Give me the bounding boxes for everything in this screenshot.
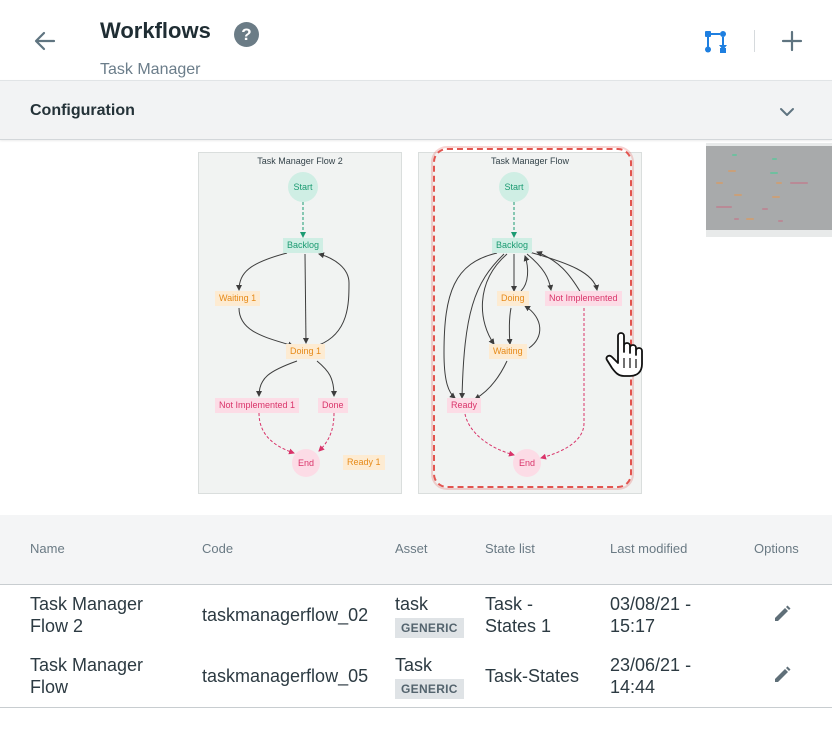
column-header-last-modified[interactable]: Last modified <box>610 541 688 556</box>
pencil-icon[interactable] <box>772 665 792 685</box>
top-bar: Workflows ? Task Manager <box>0 0 832 80</box>
minimap-viewport <box>706 146 832 230</box>
state-node-waiting: Waiting 1 <box>215 291 261 306</box>
asset-badge: GENERIC <box>395 679 464 699</box>
asset-badge: GENERIC <box>395 618 464 638</box>
state-node-start: Start <box>499 172 529 202</box>
diagram-edges <box>236 202 350 455</box>
table-row[interactable]: Task Manager Flow 2 taskmanagerflow_02 t… <box>0 585 832 647</box>
workflow-diagram-card[interactable]: Task Manager Flow 2 Start Backlog Waitin… <box>198 152 402 494</box>
toolbar-divider <box>754 30 755 52</box>
minimap-node <box>734 218 739 220</box>
diagram-title: Task Manager Flow <box>490 156 570 166</box>
cell-last-modified: 03/08/21 - 15:17 <box>610 593 691 637</box>
diagram-minimap[interactable] <box>706 143 832 237</box>
plus-icon[interactable] <box>779 28 805 54</box>
hand-cursor-icon <box>605 332 643 377</box>
table-header: Name Code Asset State list Last modified… <box>0 515 832 585</box>
column-header-state-list[interactable]: State list <box>485 541 535 556</box>
cell-asset: task GENERIC <box>395 593 464 638</box>
state-node-ready: Ready <box>447 398 482 413</box>
name-line: Task Manager <box>30 655 144 675</box>
chevron-down-icon[interactable] <box>778 103 796 121</box>
minimap-node <box>746 218 754 220</box>
state-node-start: Start <box>288 172 318 202</box>
minimap-node <box>734 194 742 196</box>
name-line: Task Manager <box>30 594 144 614</box>
cell-code: taskmanagerflow_02 <box>202 605 369 625</box>
cell-name: Task Manager Flow 2 <box>30 593 143 637</box>
state-node-end: End <box>292 449 320 477</box>
cell-state-list: Task - States 1 <box>485 593 551 637</box>
state-node-doing: Doing <box>497 291 529 306</box>
cell-name: Task Manager Flow <box>30 654 143 698</box>
minimap-node <box>762 208 768 210</box>
state-node-doing: Doing 1 <box>286 344 326 359</box>
name-line: Flow <box>30 677 69 697</box>
cell-code: taskmanagerflow_05 <box>202 666 369 686</box>
state-node-waiting: Waiting <box>489 344 527 359</box>
state-node-end: End <box>513 449 541 477</box>
minimap-node <box>772 158 777 160</box>
page-subtitle: Task Manager <box>100 61 201 78</box>
workflow-diagram-card-selected[interactable]: Task Manager Flow Start Backlog Doing No… <box>418 152 642 494</box>
state-node-ready: Ready 1 <box>343 455 385 470</box>
name-line: Flow 2 <box>30 616 84 636</box>
state-node-backlog: Backlog <box>283 238 324 253</box>
minimap-node <box>716 206 732 208</box>
asset-name: task <box>395 594 429 614</box>
minimap-node <box>728 170 736 172</box>
minimap-node <box>772 196 780 198</box>
minimap-node <box>778 220 783 222</box>
state-node-done: Done <box>318 398 348 413</box>
cell-asset: Task GENERIC <box>395 654 464 699</box>
state-line: Task - <box>485 594 534 614</box>
diagram-edges <box>443 202 600 460</box>
modified-line: 23/06/21 - <box>610 655 692 675</box>
state-node-backlog: Backlog <box>492 238 533 253</box>
modified-line: 14:44 <box>610 677 656 697</box>
asset-name: Task <box>395 655 433 675</box>
column-header-name[interactable]: Name <box>30 541 65 556</box>
state-node-not-implemented: Not Implemented <box>545 291 622 306</box>
column-header-asset[interactable]: Asset <box>395 541 428 556</box>
cell-state-list: Task-States <box>485 665 579 687</box>
state-line: Task-States <box>485 666 580 686</box>
arrow-left-icon[interactable] <box>30 26 60 56</box>
state-line: States 1 <box>485 616 552 636</box>
minimap-node <box>732 154 737 156</box>
minimap-node <box>776 182 782 184</box>
column-header-options: Options <box>754 541 799 556</box>
workflow-icon[interactable] <box>702 28 730 56</box>
modified-line: 15:17 <box>610 616 656 636</box>
cell-last-modified: 23/06/21 - 14:44 <box>610 654 691 698</box>
column-header-code[interactable]: Code <box>202 541 234 556</box>
configuration-label: Configuration <box>30 102 135 119</box>
page-title: Workflows <box>100 18 211 43</box>
modified-line: 03/08/21 - <box>610 594 692 614</box>
minimap-node <box>716 182 723 184</box>
state-node-not-implemented: Not Implemented 1 <box>215 398 300 413</box>
configuration-panel[interactable]: Configuration <box>0 80 832 140</box>
minimap-node <box>790 182 808 184</box>
help-circle-icon[interactable]: ? <box>234 22 259 47</box>
pencil-icon[interactable] <box>772 604 792 624</box>
minimap-node <box>770 172 778 174</box>
table-row[interactable]: Task Manager Flow taskmanagerflow_05 Tas… <box>0 646 832 708</box>
diagram-title: Task Manager Flow 2 <box>257 156 343 166</box>
